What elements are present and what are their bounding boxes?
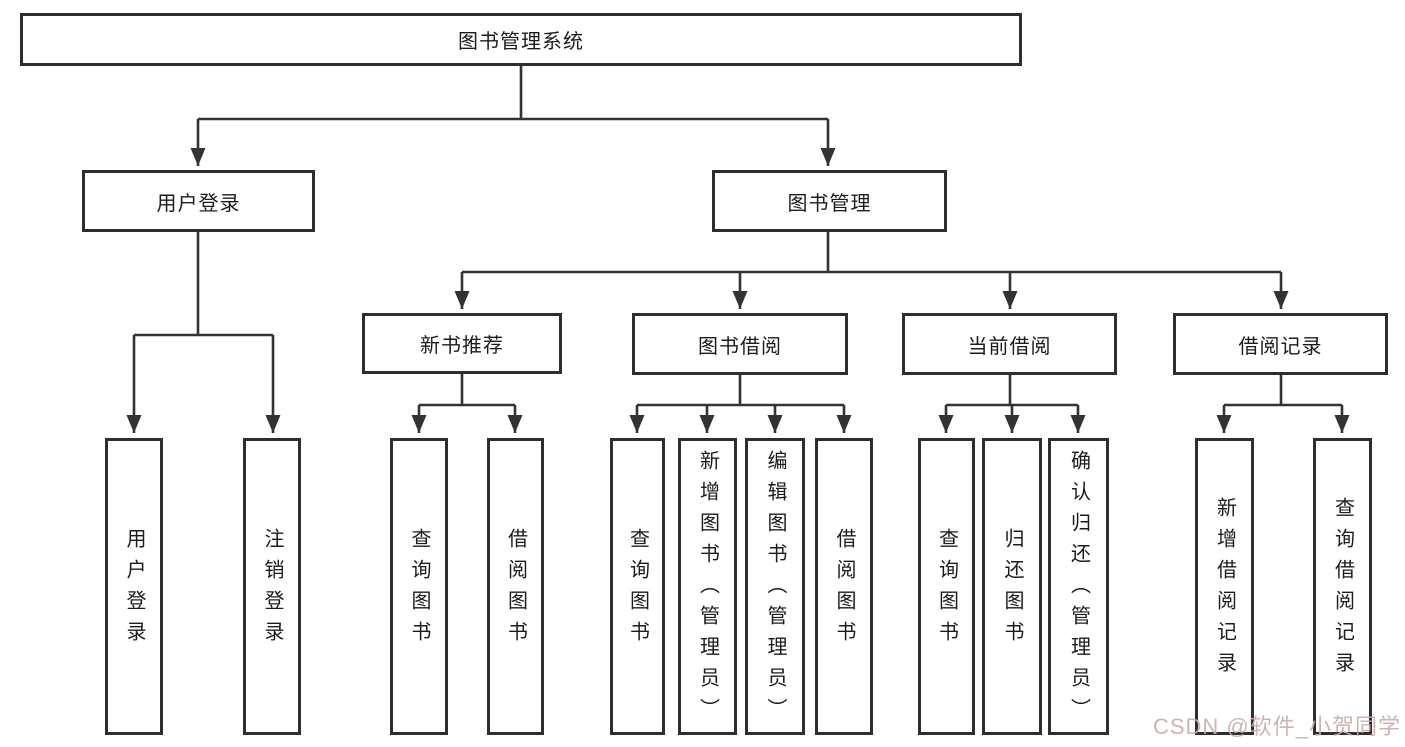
node-book-borrow: 图书借阅	[632, 313, 848, 375]
node-add-book-admin: 新增图书（管理员）	[678, 438, 737, 735]
node-query-borrow-record: 查询借阅记录	[1313, 438, 1372, 735]
node-logout-leaf: 注销登录	[243, 438, 301, 735]
node-book-management: 图书管理	[712, 170, 947, 232]
node-current-borrow: 当前借阅	[902, 313, 1117, 375]
node-new-book-recommend: 新书推荐	[362, 313, 562, 374]
node-library-management-system: 图书管理系统	[20, 13, 1022, 66]
connector-borrow-record-children	[1216, 374, 1350, 433]
connector-new-book-children	[411, 374, 523, 433]
node-query-book-1: 查询图书	[390, 438, 448, 735]
node-query-book-2: 查询图书	[610, 438, 665, 735]
connector-root-to-level2	[190, 66, 836, 166]
node-confirm-return-admin: 确认归还（管理员）	[1048, 438, 1109, 735]
connector-book-manage-children	[454, 232, 1289, 309]
node-borrow-record: 借阅记录	[1173, 313, 1388, 375]
connector-current-borrow-children	[938, 374, 1086, 433]
node-query-book-3: 查询图书	[918, 438, 975, 735]
node-user-login: 用户登录	[82, 170, 315, 232]
node-borrow-book-2: 借阅图书	[815, 438, 873, 735]
node-return-book: 归还图书	[982, 438, 1042, 735]
node-borrow-book-1: 借阅图书	[487, 438, 544, 735]
node-add-borrow-record: 新增借阅记录	[1195, 438, 1254, 735]
connector-book-borrow-children	[629, 374, 852, 433]
node-user-login-leaf: 用户登录	[105, 438, 163, 735]
connector-user-login-children	[126, 232, 281, 433]
csdn-watermark: CSDN @软件_小贺同学	[1152, 714, 1401, 739]
node-edit-book-admin: 编辑图书（管理员）	[745, 438, 805, 735]
